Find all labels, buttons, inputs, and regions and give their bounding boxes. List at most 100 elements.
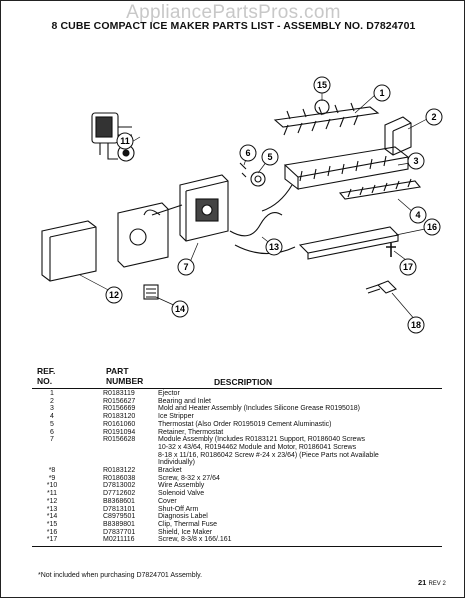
ejector-part [273, 99, 380, 136]
callout-12: 12 [105, 286, 123, 304]
ref-cell: 1 [50, 390, 54, 397]
description-cell: Module Assembly (Includes R0183121 Suppo… [158, 436, 366, 444]
screw-part [386, 243, 396, 257]
part-number-cell: R0191094 [103, 428, 136, 436]
callout-3: 3 [407, 152, 425, 170]
watermark: AppliancePartsPros.com [126, 2, 341, 23]
callout-1: 1 [373, 84, 391, 102]
page-number: 21 REV 2 [418, 578, 446, 587]
ref-cell: 6 [50, 428, 54, 436]
part-number-cell: R0183122 [103, 467, 136, 474]
ref-cell: 2 [50, 397, 54, 405]
svg-text:12: 12 [109, 290, 119, 300]
description-header: DESCRIPTION [214, 377, 273, 387]
ref-cell: *13 [46, 505, 58, 513]
callout-5: 5 [261, 148, 279, 166]
ref-cell: *9 [48, 474, 56, 482]
part-number-cell: D7813101 [103, 505, 136, 513]
part-number-cell: R0183119 [103, 390, 135, 397]
description-cell: Solenoid Valve [158, 490, 205, 498]
description-cell: Screw, 8-3/8 x 166/.161 [158, 536, 232, 544]
svg-text:7: 7 [183, 262, 188, 272]
ref-cell: *11 [47, 490, 57, 498]
cover-part [41, 220, 97, 282]
ref-header-line1: REF. [37, 366, 56, 376]
description-cell: 10-32 x 43/64, R0194462 Module and Motor… [158, 443, 357, 451]
description-cell: Ejector [158, 390, 180, 397]
module-assembly-part [151, 174, 229, 242]
exploded-parts-diagram: 1 2 3 4 5 6 7 11 12 13 14 15 16 17 18 [41, 76, 443, 334]
svg-text:2: 2 [431, 112, 436, 122]
callout-7: 7 [177, 258, 195, 276]
parts-table-header: REF. NO. PART NUMBER DESCRIPTION [0, 366, 467, 388]
part-number-cell: D7837701 [103, 528, 136, 536]
callout-14: 14 [171, 300, 189, 318]
ref-cell: *15 [46, 520, 58, 528]
svg-text:15: 15 [317, 80, 327, 90]
ref-cell: *16 [46, 528, 58, 536]
part-number-cell: R0183120 [103, 413, 136, 421]
ref-header-line2: NO. [37, 376, 53, 386]
description-cell: Ice Stripper [158, 413, 194, 421]
description-cell: Clip, Thermal Fuse [158, 520, 218, 528]
callout-6: 6 [239, 144, 257, 162]
svg-text:11: 11 [120, 136, 130, 146]
description-cell: 8-18 x 11/16, R0186042 Screw #-24 x 23/6… [158, 451, 379, 459]
part-number-cell: R0186038 [103, 474, 136, 482]
svg-text:14: 14 [175, 304, 185, 314]
part-number-cell: D7712602 [103, 490, 136, 498]
diagnosis-label-part [143, 284, 159, 300]
svg-text:13: 13 [269, 242, 279, 252]
wire-assembly-part [117, 202, 283, 268]
ice-stripper-part [338, 178, 422, 200]
header-rule [32, 388, 442, 389]
part-header-line2: NUMBER [106, 376, 144, 386]
svg-text:6: 6 [245, 148, 250, 158]
description-cell: Shut-Off Arm [158, 505, 199, 513]
description-cell: Shield, Ice Maker [158, 528, 213, 536]
svg-text:16: 16 [427, 222, 437, 232]
ref-cell: *14 [46, 513, 58, 521]
mold-heater-part [261, 146, 410, 212]
callout-4: 4 [409, 206, 427, 224]
table-bottom-rule [32, 546, 442, 547]
svg-text:3: 3 [413, 156, 418, 166]
svg-text:17: 17 [403, 262, 413, 272]
part-number-cell: R0156627 [103, 397, 136, 405]
ref-cell: 4 [50, 413, 54, 421]
svg-text:1: 1 [379, 88, 384, 98]
ref-no-header: REF. NO. [37, 366, 55, 386]
part-number-cell: C8979501 [103, 513, 136, 521]
callout-15: 15 [313, 76, 331, 94]
ref-cell: 5 [50, 420, 54, 428]
part-header-line1: PART [106, 366, 129, 376]
svg-text:18: 18 [411, 320, 421, 330]
callout-2: 2 [425, 108, 443, 126]
description-cell: Thermostat (Also Order R0195019 Cement A… [158, 420, 332, 428]
description-cell: Wire Assembly [158, 482, 205, 490]
revision-label: REV 2 [428, 581, 446, 587]
footnote: *Not included when purchasing D7824701 A… [38, 572, 203, 579]
ref-cell: *8 [48, 467, 56, 474]
description-cell: Retainer, Thermostat [158, 428, 224, 436]
description-cell: Individually) [158, 459, 195, 467]
svg-text:5: 5 [267, 152, 272, 162]
ref-cell: *12 [46, 497, 58, 505]
harness-part [365, 280, 397, 294]
ref-cell: *10 [46, 482, 58, 490]
ref-cell: *17 [46, 536, 58, 544]
part-number-header: PART NUMBER [106, 366, 143, 386]
part-number-cell: M0211116 [103, 536, 135, 544]
ref-cell: 3 [50, 405, 54, 413]
part-number-cell: R0156628 [103, 436, 136, 444]
shut-off-arm-part [234, 244, 296, 255]
page-number-value: 21 [418, 578, 427, 587]
thermostat-part [239, 162, 266, 187]
part-number-cell: R0161060 [103, 420, 136, 428]
svg-text:4: 4 [415, 210, 420, 220]
callout-17: 17 [399, 258, 417, 276]
part-number-cell: B8389801 [103, 520, 135, 528]
description-cell: Cover [158, 497, 177, 505]
callout-18: 18 [407, 316, 425, 334]
